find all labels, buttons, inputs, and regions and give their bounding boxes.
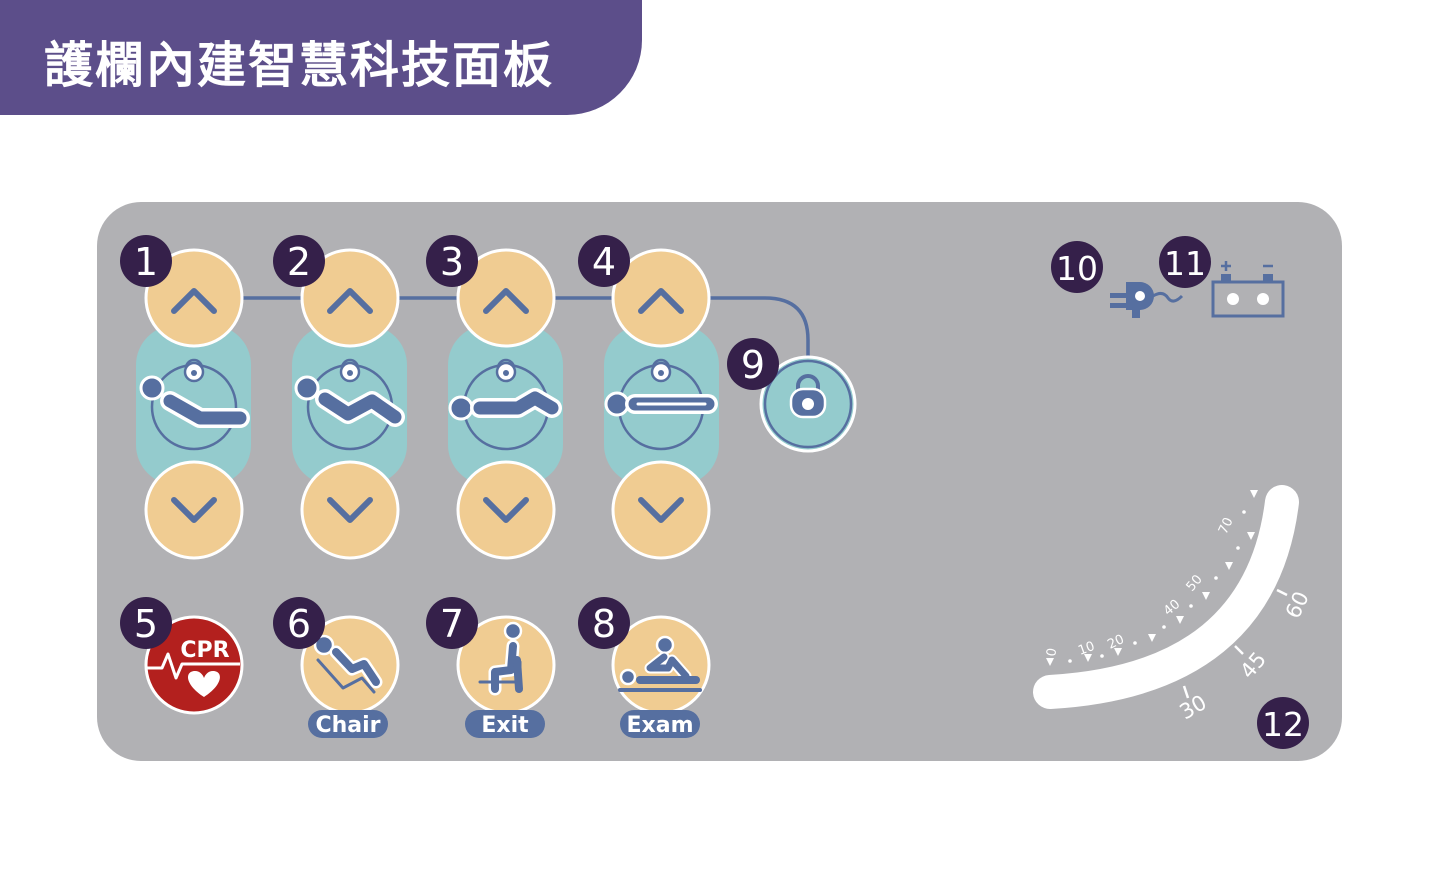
- battery-icon: [1211, 261, 1285, 318]
- lock-button[interactable]: [759, 355, 857, 453]
- angle-gauge-outer-markers: [1182, 588, 1288, 699]
- svg-text:2: 2: [287, 240, 311, 284]
- svg-text:5: 5: [134, 602, 158, 646]
- battery-indicator: [1211, 261, 1285, 318]
- badge-10: 10: [1051, 241, 1103, 293]
- chair-label-pill: [308, 710, 388, 738]
- badge-5: 5: [120, 597, 172, 649]
- exam-label-pill: [620, 710, 700, 738]
- angle-gauge-inner-labels: 0 10 20 40 50 70: [1044, 515, 1236, 658]
- power-indicator: [1110, 282, 1184, 318]
- exam-button[interactable]: Exam: [611, 615, 711, 738]
- badge-7: 7: [426, 597, 478, 649]
- badge-4: 4: [578, 235, 630, 287]
- badge-3: 3: [426, 235, 478, 287]
- svg-text:10: 10: [1056, 249, 1098, 288]
- cpr-label: CPR: [180, 638, 229, 663]
- lower-button-3[interactable]: [456, 460, 556, 560]
- svg-text:7: 7: [440, 602, 464, 646]
- exit-button[interactable]: Exit: [456, 615, 556, 738]
- lower-button-2[interactable]: [300, 460, 400, 560]
- exit-label: Exit: [481, 713, 529, 738]
- exam-label: Exam: [627, 713, 694, 738]
- page-title: 護欄內建智慧科技面板: [44, 37, 555, 94]
- lie-flat-icon: [604, 358, 718, 451]
- position-column-2: [292, 248, 407, 560]
- chair-label: Chair: [315, 713, 380, 738]
- svg-text:6: 6: [287, 602, 311, 646]
- svg-text:3: 3: [440, 240, 464, 284]
- lie-head-knee-raised-icon: [294, 358, 405, 451]
- cpr-heart-icon: [147, 652, 240, 697]
- header-banner: 護欄內建智慧科技面板: [0, 0, 642, 115]
- badge-2: 2: [273, 235, 325, 287]
- lower-button-4[interactable]: [611, 460, 711, 560]
- cpr-button[interactable]: CPR: [144, 615, 244, 715]
- seated-exit-icon: [478, 621, 523, 696]
- lower-button-1[interactable]: [144, 460, 244, 560]
- gauge-label-20: 20: [1105, 632, 1126, 653]
- svg-text:1: 1: [134, 240, 158, 284]
- badge-11: 11: [1159, 236, 1211, 288]
- badge-1: 1: [120, 235, 172, 287]
- exit-label-pill: [465, 710, 545, 738]
- angle-gauge-track: [1033, 485, 1299, 709]
- lie-knee-raised-icon: [448, 358, 562, 451]
- svg-text:4: 4: [592, 240, 616, 284]
- power-plug-icon: [1110, 282, 1184, 318]
- control-panel: [97, 202, 1342, 761]
- raise-button-3[interactable]: [456, 248, 556, 348]
- lie-head-raised-icon: [139, 358, 250, 451]
- badge-8: 8: [578, 597, 630, 649]
- number-badges: 1 2 3 4 5 6 7 8 9 10 11 12: [120, 235, 1309, 749]
- exam-patient-icon: [618, 635, 702, 692]
- badge-6: 6: [273, 597, 325, 649]
- badge-12: 12: [1257, 697, 1309, 749]
- position-column-1: [136, 248, 251, 560]
- recline-chair-icon: [313, 634, 383, 694]
- svg-text:12: 12: [1262, 705, 1304, 744]
- svg-text:11: 11: [1164, 244, 1206, 283]
- position-column-3: [448, 248, 563, 560]
- angle-gauge-ticks: [1046, 490, 1258, 666]
- raise-button-1[interactable]: [144, 248, 244, 348]
- svg-text:8: 8: [592, 602, 616, 646]
- raise-button-4[interactable]: [611, 248, 711, 348]
- raise-button-2[interactable]: [300, 248, 400, 348]
- chair-button[interactable]: Chair: [300, 615, 400, 738]
- gauge-label-10: 10: [1076, 639, 1097, 659]
- gauge-label-0: 0: [1044, 647, 1060, 658]
- gauge-label-70: 70: [1216, 515, 1237, 536]
- position-column-4: [604, 248, 719, 560]
- padlock-icon: [789, 374, 827, 419]
- badge-9: 9: [727, 338, 779, 390]
- connector-line: [195, 296, 810, 360]
- svg-text:9: 9: [741, 343, 765, 387]
